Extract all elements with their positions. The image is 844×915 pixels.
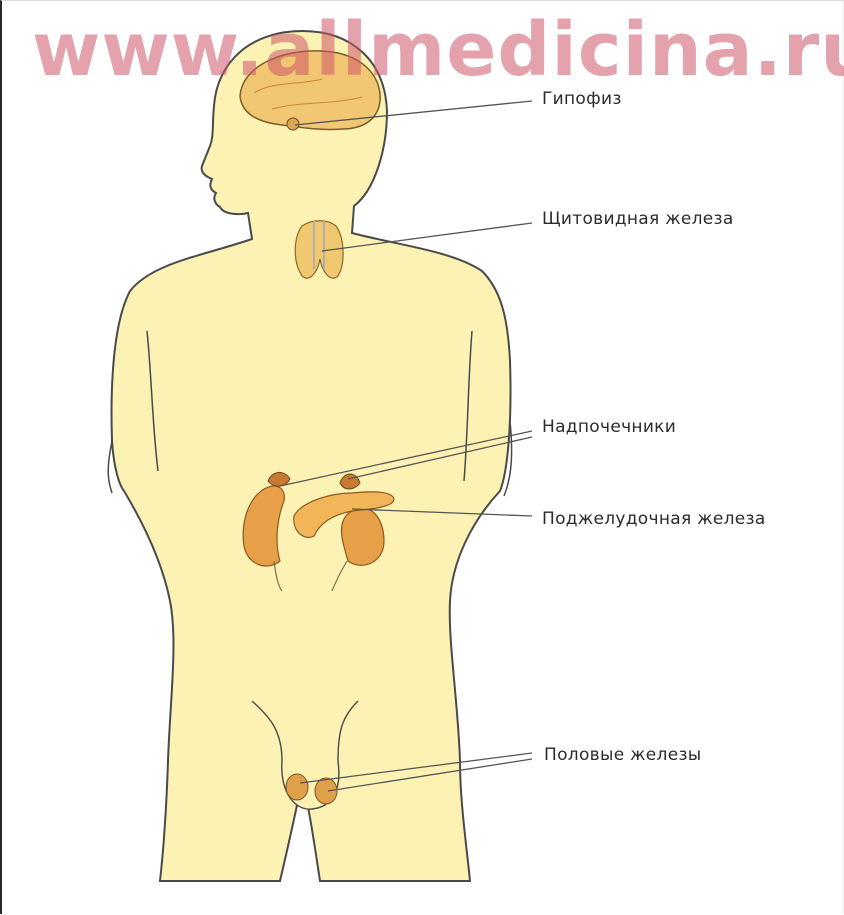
label-thyroid: Щитовидная железа bbox=[542, 209, 734, 229]
label-pituitary: Гипофиз bbox=[542, 89, 622, 109]
right-gonad bbox=[315, 778, 337, 804]
label-adrenals: Надпочечники bbox=[542, 417, 676, 437]
watermark: www.allmedicina.ru bbox=[32, 7, 844, 93]
label-gonads: Половые железы bbox=[544, 745, 702, 765]
torso-side-left bbox=[108, 441, 112, 493]
right-kidney bbox=[341, 508, 384, 565]
label-pancreas: Поджелудочная железа bbox=[542, 509, 766, 529]
pituitary-gland bbox=[287, 118, 299, 130]
left-gonad bbox=[286, 774, 308, 800]
